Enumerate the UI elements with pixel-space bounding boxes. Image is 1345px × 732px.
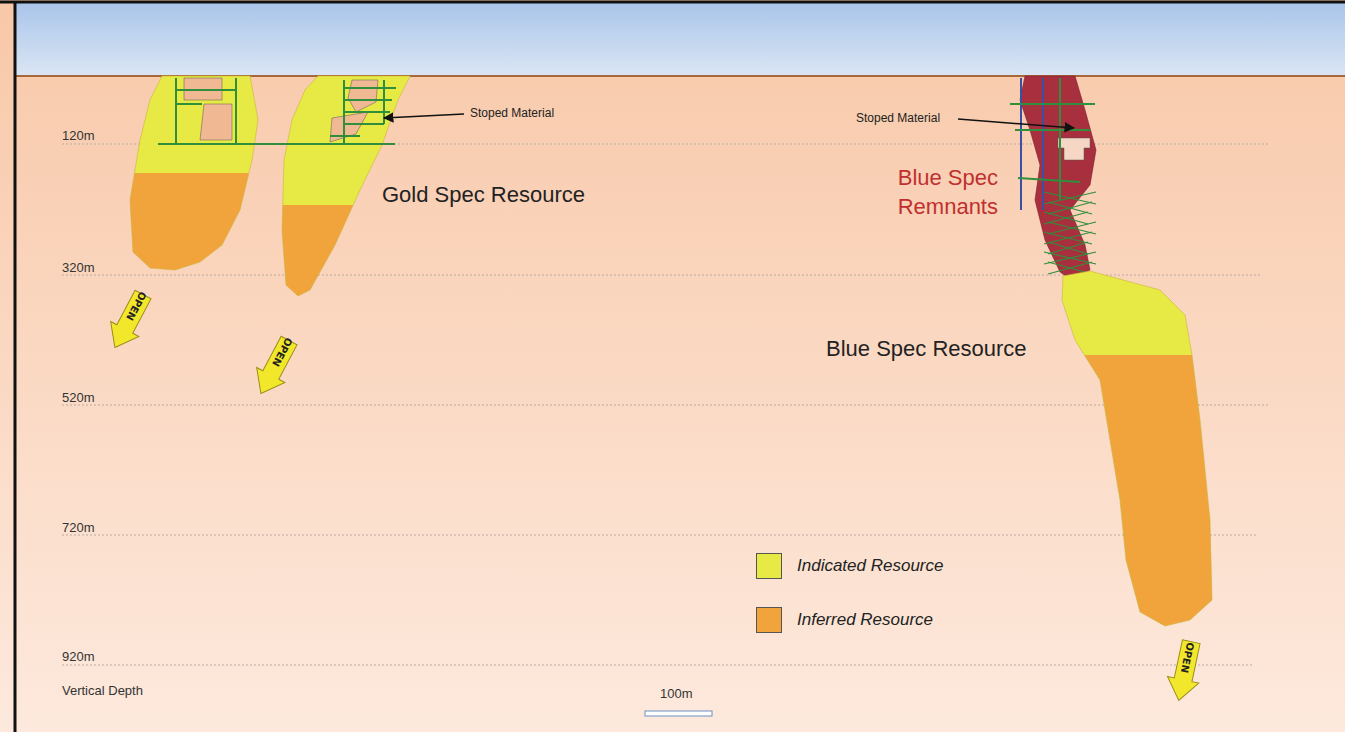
legend-swatch (756, 553, 782, 579)
gold-spec-orebody (130, 76, 258, 270)
sky (15, 3, 1345, 76)
callout-label: Stoped Material (470, 106, 554, 120)
depth-label: 320m (62, 260, 95, 275)
resource-label: Blue Spec Remnants (880, 164, 998, 221)
frame (14, 2, 17, 732)
legend-item: Indicated Resource (756, 553, 943, 579)
depth-label: 720m (62, 520, 95, 535)
scale-bar (645, 711, 712, 716)
mine-development (1010, 78, 1095, 200)
depth-label: 520m (62, 390, 95, 405)
mine-development (158, 78, 396, 144)
resource-label: Blue Spec Resource (826, 336, 1027, 362)
callout-label: Stoped Material (856, 111, 940, 125)
leader-line (958, 119, 1074, 128)
blue-spec-orebody (1062, 271, 1212, 626)
resource-label: Gold Spec Resource (382, 182, 585, 208)
axis-title: Vertical Depth (62, 683, 143, 698)
legend-text: Indicated Resource (797, 556, 943, 576)
depth-label: 120m (62, 128, 95, 143)
legend-item: Inferred Resource (756, 607, 933, 633)
scale-label: 100m (660, 686, 693, 701)
depth-label: 920m (62, 649, 95, 664)
stope-void (1058, 138, 1090, 160)
leader-line (384, 114, 464, 118)
legend-swatch (756, 607, 782, 633)
depth-lines (62, 144, 1268, 665)
drillholes (1044, 192, 1096, 274)
shaft (1021, 78, 1043, 210)
frame (0, 1, 1345, 4)
legend-text: Inferred Resource (797, 610, 933, 630)
